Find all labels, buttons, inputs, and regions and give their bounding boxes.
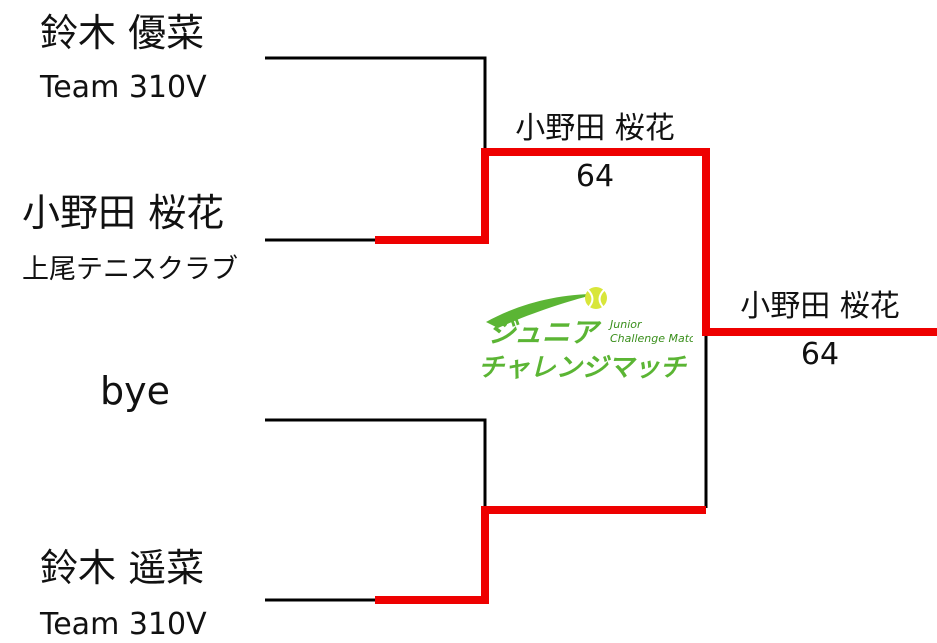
bracket-line-player1 [265, 56, 487, 152]
player4-name: 鈴木 遥菜 [40, 546, 205, 590]
player1-team: Team 310V [40, 70, 207, 105]
winner-path-bottom [375, 506, 706, 604]
final-winner-score: 64 [800, 337, 840, 372]
logo-en-bottom: Challenge Match [610, 332, 693, 345]
player4-team: Team 310V [40, 607, 207, 642]
final-winner-name: 小野田 桜花 [740, 289, 900, 324]
logo-graphic: ジュニア チャレンジマッチ Junior Challenge Match [478, 287, 702, 383]
player2-team: 上尾テニスクラブ [22, 254, 238, 285]
player1-name: 鈴木 優菜 [40, 11, 205, 55]
logo-line2: チャレンジマッチ [478, 353, 688, 383]
player3-name: bye [100, 369, 170, 413]
semifinal-winner-name: 小野田 桜花 [515, 111, 675, 146]
logo-en-top: Junior [608, 318, 643, 331]
logo-line1: ジュニア [488, 316, 602, 349]
winner-path-top [375, 148, 937, 336]
junior-challenge-match-logo: ジュニア チャレンジマッチ Junior Challenge Match [478, 284, 702, 384]
semifinal-winner-score: 64 [575, 159, 615, 194]
player2-name: 小野田 桜花 [22, 191, 225, 235]
bracket-line-player3 [265, 418, 487, 512]
